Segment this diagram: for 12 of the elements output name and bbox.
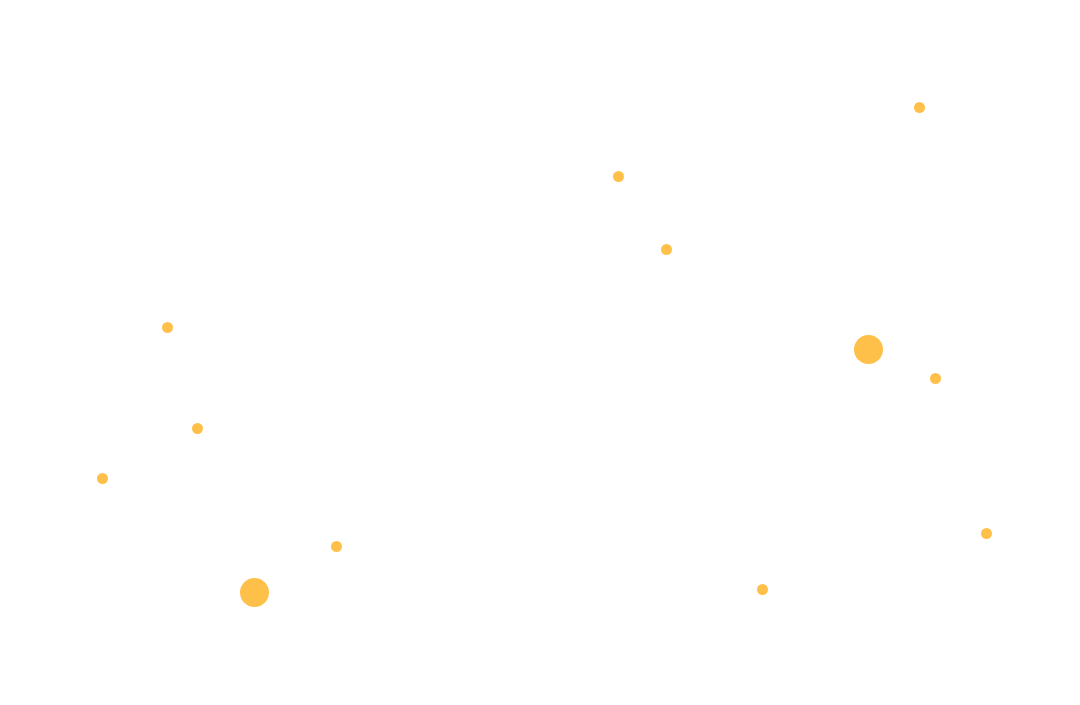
dot [239, 577, 269, 607]
dot [853, 334, 883, 364]
dot [929, 372, 941, 384]
dot [913, 101, 925, 113]
dot [660, 243, 672, 255]
dot [96, 472, 108, 484]
dot [330, 540, 342, 552]
dot [980, 527, 992, 539]
dot [161, 321, 173, 333]
dot [756, 583, 768, 595]
dot [612, 170, 624, 182]
dot [191, 422, 203, 434]
